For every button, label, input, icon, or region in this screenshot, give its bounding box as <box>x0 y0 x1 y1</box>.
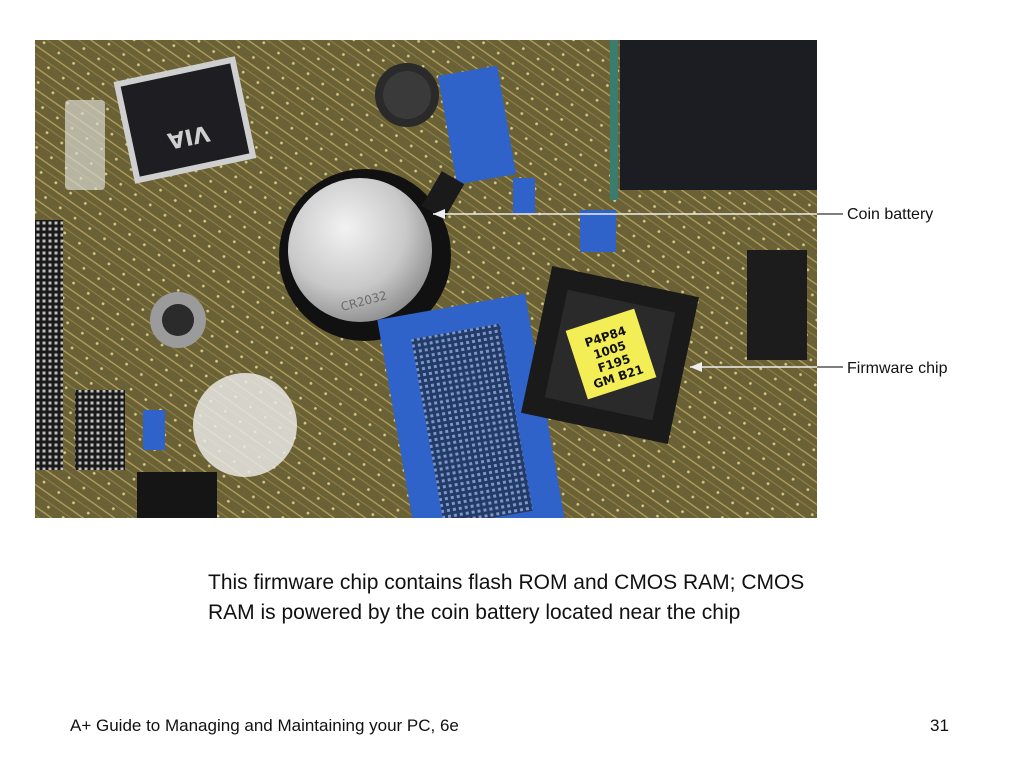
coin-battery-callout: Coin battery <box>847 206 934 223</box>
bottom-connector <box>137 472 217 518</box>
coin-battery-arrowhead <box>433 209 445 219</box>
bottom-left-pin-header <box>75 390 125 470</box>
blue-jumper-block-top <box>437 65 517 185</box>
motherboard-illustration: VIA CR2032 <box>35 40 817 518</box>
white-component <box>65 100 105 190</box>
firmware-chip-callout: Firmware chip <box>847 360 948 377</box>
motherboard-photo: VIA CR2032 <box>35 40 817 518</box>
firmware-chip-arrowhead <box>690 362 702 372</box>
motherboard-figure: VIA CR2032 <box>35 40 975 518</box>
footer-title: A+ Guide to Managing and Maintaining you… <box>70 716 459 735</box>
left-pin-header <box>35 220 63 470</box>
right-connector <box>747 250 807 360</box>
page-number: 31 <box>930 716 949 735</box>
via-chip: VIA <box>113 56 257 184</box>
callout-lines-outside <box>817 213 843 368</box>
highlight-circle <box>193 373 297 477</box>
blue-jumper-1 <box>513 178 535 214</box>
figure-caption: This firmware chip contains flash ROM an… <box>208 571 805 624</box>
blue-jumper-3 <box>143 410 165 450</box>
coin-battery <box>288 178 432 322</box>
firmware-chip-label <box>565 308 657 400</box>
northbridge-chip <box>620 40 817 190</box>
blue-jumper-2 <box>580 210 616 252</box>
